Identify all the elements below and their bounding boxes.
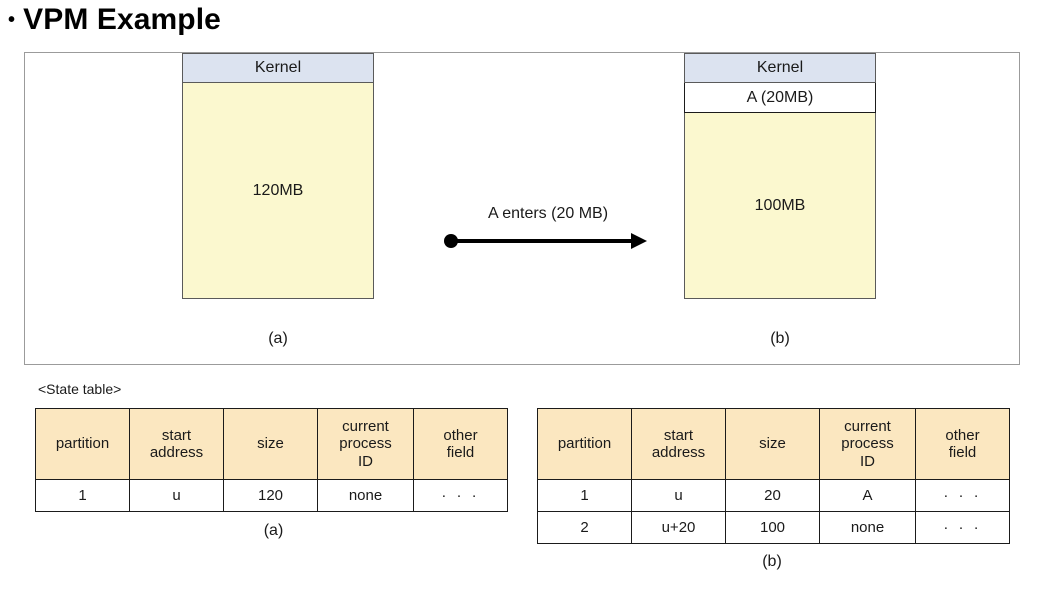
column-header-other-line2: field <box>446 444 475 461</box>
diagram-panel: Kernel 120MB (a) A enters (20 MB) Kernel… <box>24 52 1020 365</box>
column-header-start-line1: start <box>663 426 694 444</box>
memory-layout-before: Kernel 120MB <box>182 53 374 299</box>
column-header-size: size <box>223 408 318 480</box>
figure-caption-a: (a) <box>268 330 288 347</box>
column-header-pid-line3: ID <box>860 452 875 470</box>
cell-size: 100 <box>725 511 820 544</box>
bullet-glyph: • <box>8 8 16 31</box>
table-row: 1 u 120 none · · · <box>35 479 508 512</box>
cell-process-id: none <box>317 479 414 512</box>
column-header-other-line1: other <box>945 426 980 444</box>
memory-block-process-a: A (20MB) <box>684 83 876 113</box>
memory-block-kernel-right: Kernel <box>684 53 876 83</box>
figure-caption-b: (b) <box>770 330 790 347</box>
cell-process-id: A <box>819 479 916 512</box>
column-header-size: size <box>725 408 820 480</box>
column-header-start-line2: address <box>651 444 706 461</box>
page-title: • VPM Example <box>8 2 221 37</box>
arrow-icon <box>444 233 647 249</box>
column-header-partition: partition <box>35 408 130 480</box>
column-header-start-line2: address <box>149 444 204 461</box>
cell-other-field: · · · <box>413 479 508 512</box>
state-table-section-label: <State table> <box>38 381 122 397</box>
cell-partition: 1 <box>35 479 130 512</box>
cell-start-address: u+20 <box>631 511 726 544</box>
column-header-start-line1: start <box>161 426 192 444</box>
cell-other-field: · · · <box>915 479 1010 512</box>
cell-size: 20 <box>725 479 820 512</box>
column-header-other-line2: field <box>948 444 977 461</box>
column-header-pid-line1: current <box>844 418 891 436</box>
column-header-start-address: start address <box>631 408 726 480</box>
memory-block-free-left: 120MB <box>182 83 374 299</box>
table-caption-a: (a) <box>263 522 284 539</box>
column-header-pid-line2: process <box>841 435 894 453</box>
table-caption-b: (b) <box>762 553 782 570</box>
column-header-process-id: current process ID <box>819 408 916 480</box>
column-header-process-id: current process ID <box>317 408 414 480</box>
transition-arrow-label: A enters (20 MB) <box>487 205 609 222</box>
column-header-start-address: start address <box>129 408 224 480</box>
cell-start-address: u <box>631 479 726 512</box>
cell-process-id: none <box>819 511 916 544</box>
table-header-row: partition start address size current pro… <box>537 408 1010 480</box>
column-header-pid-line1: current <box>342 418 389 436</box>
column-header-other-line1: other <box>443 426 478 444</box>
cell-start-address: u <box>129 479 224 512</box>
table-header-row: partition start address size current pro… <box>35 408 508 480</box>
cell-partition: 1 <box>537 479 632 512</box>
state-table-before: partition start address size current pro… <box>35 408 508 512</box>
memory-layout-after: Kernel A (20MB) 100MB <box>684 53 876 299</box>
cell-partition: 2 <box>537 511 632 544</box>
page-title-text: VPM Example <box>23 3 221 37</box>
transition-arrow: A enters (20 MB) <box>443 205 653 255</box>
cell-other-field: · · · <box>915 511 1010 544</box>
memory-block-kernel-left: Kernel <box>182 53 374 83</box>
state-table-after: partition start address size current pro… <box>537 408 1010 544</box>
column-header-pid-line3: ID <box>358 452 373 470</box>
column-header-partition: partition <box>537 408 632 480</box>
table-row: 2 u+20 100 none · · · <box>537 511 1010 544</box>
column-header-other-field: other field <box>915 408 1010 480</box>
column-header-pid-line2: process <box>339 435 392 453</box>
table-row: 1 u 20 A · · · <box>537 479 1010 512</box>
memory-block-free-right: 100MB <box>684 113 876 299</box>
cell-size: 120 <box>223 479 318 512</box>
column-header-other-field: other field <box>413 408 508 480</box>
